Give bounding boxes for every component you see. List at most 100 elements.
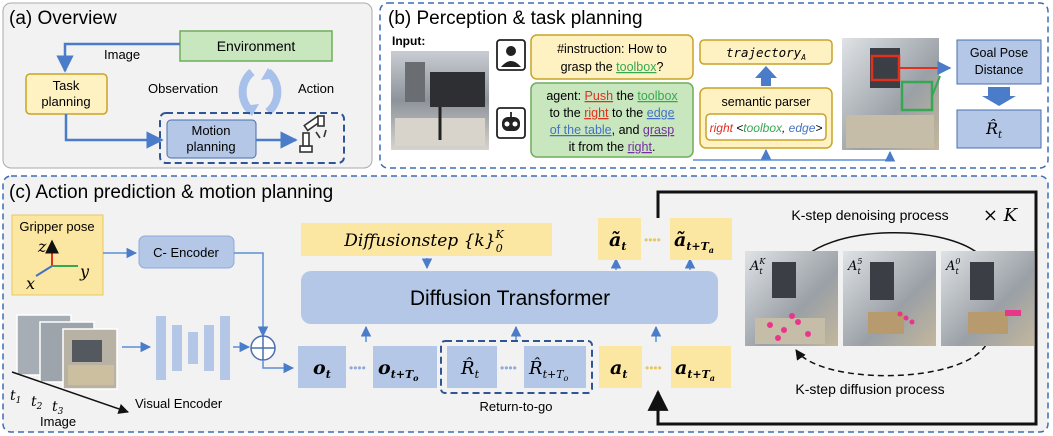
parser-toolbox: toolbox xyxy=(743,121,783,135)
diffusion-transformer-box xyxy=(301,271,718,324)
input-label: Input: xyxy=(392,34,425,48)
times-k-label: × K xyxy=(983,205,1019,226)
observation-label: Observation xyxy=(148,81,218,96)
t2-label: t2 xyxy=(31,394,43,412)
diffusion-transformer-label: Diffusion Transformer xyxy=(410,287,610,310)
at-tilde-label: ãt xyxy=(609,229,626,253)
denoising-label: K-step denoising process xyxy=(791,207,948,223)
agent-line3: of the table, and grasp xyxy=(550,123,674,137)
input-photo xyxy=(391,51,489,150)
A0-sub: t xyxy=(955,267,959,276)
RtTo-label: R̂t+To xyxy=(528,357,569,383)
visual-encoder-label: Visual Encoder xyxy=(135,396,223,411)
parser-output: right <toolbox, edge> xyxy=(710,121,823,135)
ot-sub: t xyxy=(326,368,331,381)
agent-right: right xyxy=(584,106,609,120)
agent-line1: agent: Push the toolbox xyxy=(546,89,678,103)
agent-line4: it from the right. xyxy=(569,140,656,154)
instruction-line2-pre: grasp the xyxy=(561,60,617,74)
agent-line2-a: to the xyxy=(549,106,584,120)
at-tilde-ta-sub: t+T xyxy=(686,240,709,253)
parser-comma: , xyxy=(782,121,789,135)
scene-photo-K xyxy=(745,251,838,346)
at-tilde-ta-token xyxy=(670,218,732,260)
encoder-to-sum-arrow xyxy=(234,252,269,338)
panel-a-title: (a) Overview xyxy=(9,8,117,29)
trajectory-box xyxy=(699,39,833,65)
agent-line2-c: to the xyxy=(609,106,647,120)
Rt-label: R̂t xyxy=(460,357,480,381)
parser-output-box xyxy=(705,113,827,141)
RtTo-subsub: o xyxy=(564,374,569,383)
agent-push: Push xyxy=(585,89,614,103)
trajectory-sub: A xyxy=(800,53,806,62)
t3-sub: 3 xyxy=(58,407,64,417)
at-sub: t xyxy=(622,368,627,381)
Rt-text: R̂ xyxy=(460,357,475,379)
at-tilde-sub: t xyxy=(621,240,626,253)
visual-encoder-block xyxy=(156,316,230,380)
diffusion-step-sup: K xyxy=(495,228,505,241)
diffusion-process-label: K-step diffusion process xyxy=(795,381,944,397)
at-ellipsis: •••• xyxy=(645,361,662,375)
RtTo-token xyxy=(524,346,586,388)
environment-label: Environment xyxy=(217,38,296,54)
at-label: at xyxy=(610,357,627,381)
RtTo-sub: t+T xyxy=(543,368,566,381)
ot-label: ot xyxy=(313,357,331,381)
green-box-arrow xyxy=(931,75,941,97)
agent-line4-a: it from the xyxy=(569,140,628,154)
agent-response-box xyxy=(530,82,694,158)
AK-sup: K xyxy=(758,257,766,266)
return-to-go-group xyxy=(440,340,593,394)
diffusion-step-text: Diffusionstep {k} xyxy=(343,231,495,251)
agent-line4-c: . xyxy=(652,140,655,154)
robot-agent-icon xyxy=(496,107,526,139)
goal-line1: Goal Pose xyxy=(970,46,1028,60)
sum-to-ot-arrow xyxy=(262,360,295,374)
parser-lt: < xyxy=(733,121,743,135)
feedback-loop-arrow xyxy=(647,190,1038,426)
agent-line3-b: , and xyxy=(612,123,643,137)
instruction-line2-post: ? xyxy=(656,60,663,74)
goal-scene-photo xyxy=(842,38,939,150)
A5-sup: 5 xyxy=(857,257,862,266)
panel-perception: (b) Perception & task planning Input: #i… xyxy=(379,2,1049,169)
x-axis xyxy=(35,265,53,277)
goal-pose-distance-box xyxy=(956,39,1042,85)
at-tilde-ta-label: ãt+Ta xyxy=(674,229,714,255)
panel-c-title: (c) Action prediction & motion planning xyxy=(9,182,333,203)
goal-down-arrow xyxy=(982,87,1016,106)
time-arrow xyxy=(11,371,129,414)
trajectory-label: trajectoryA xyxy=(726,45,806,62)
RtTo-text: R̂ xyxy=(528,357,543,379)
instruction-line1: #instruction: How to xyxy=(557,42,667,56)
otTo-label: ot+To xyxy=(378,357,419,383)
at-token xyxy=(599,346,642,388)
reward-sub: t xyxy=(998,130,1003,141)
diffusion-step-box xyxy=(301,223,552,256)
otTo-token xyxy=(373,346,437,388)
goal-line2: Distance xyxy=(975,63,1024,77)
reward-box xyxy=(956,109,1042,149)
image-arrow xyxy=(56,42,180,73)
agent-edge: edge xyxy=(647,106,675,120)
agent-right-2: right xyxy=(628,140,653,154)
scene-photo-5 xyxy=(843,251,936,346)
image-stack-label: Image xyxy=(40,414,76,429)
AK-sub: t xyxy=(759,267,763,276)
agent-line2: to the right to the edge xyxy=(549,106,674,120)
t2-text: t xyxy=(31,394,37,410)
at-tilde-ellipsis: •••• xyxy=(644,233,661,247)
instruction-line2: grasp the toolbox? xyxy=(561,60,664,74)
trajectory-text: trajectory xyxy=(726,45,802,60)
panel-action-prediction: (c) Action prediction & motion planning … xyxy=(2,175,1049,433)
t3-text: t xyxy=(52,399,58,415)
c-encoder-box xyxy=(138,235,235,269)
atTa-text: a xyxy=(675,357,687,379)
action-label: Action xyxy=(298,81,334,96)
parser-up-arrow xyxy=(755,66,777,86)
c-encoder-label: C- Encoder xyxy=(153,245,219,260)
